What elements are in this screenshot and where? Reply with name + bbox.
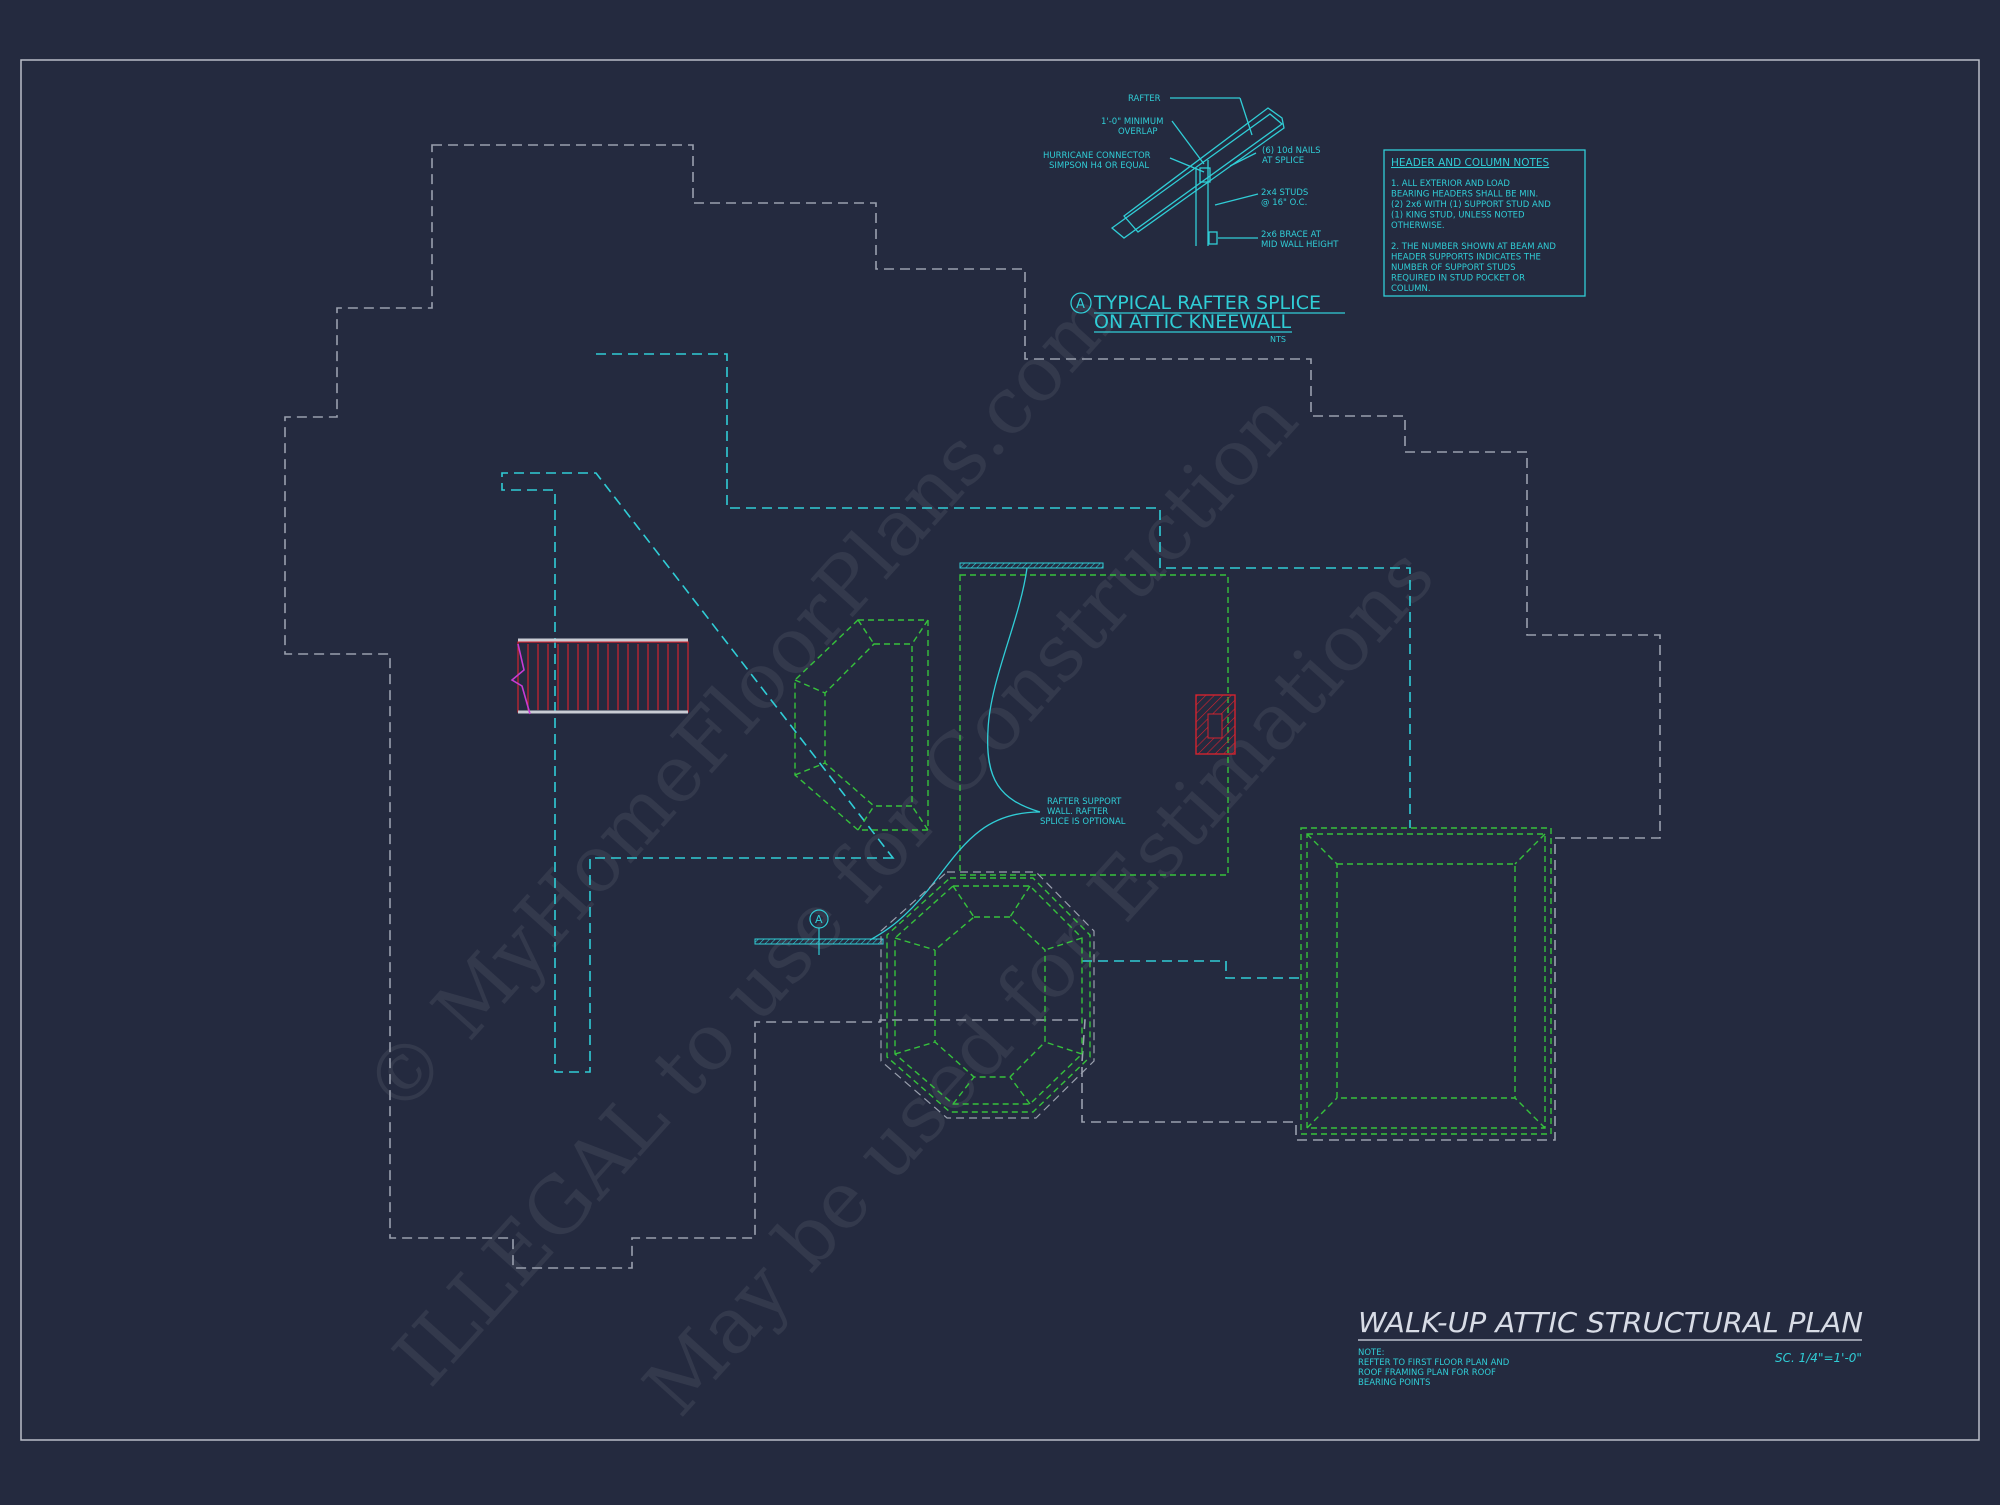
rafter-splice-detail (1110, 97, 1285, 246)
svg-text:HURRICANE CONNECTOR: HURRICANE CONNECTOR (1043, 151, 1151, 161)
svg-text:(6) 10d NAILS: (6) 10d NAILS (1262, 146, 1320, 156)
svg-text:SPLICE IS OPTIONAL: SPLICE IS OPTIONAL (1040, 817, 1126, 827)
rafter-splice-labels: RAFTER 1'-0" MINIMUM OVERLAP HURRICANE C… (1043, 94, 1339, 250)
house-outline (284, 144, 1661, 1269)
svg-text:2x4 STUDS: 2x4 STUDS (1261, 188, 1308, 198)
plan-title-block: WALK-UP ATTIC STRUCTURAL PLAN SC. 1/4"=1… (1358, 1306, 1863, 1388)
chimney (1195, 694, 1236, 755)
plan-note-line-1: REFTER TO FIRST FLOOR PLAN AND (1358, 1358, 1510, 1368)
plan-note-heading: NOTE: (1358, 1348, 1384, 1358)
detail-title-line-2: ON ATTIC KNEEWALL (1094, 311, 1292, 333)
plan-note-line-2: ROOF FRAMING PLAN FOR ROOF (1358, 1368, 1496, 1378)
svg-text:1'-0" MINIMUM: 1'-0" MINIMUM (1101, 117, 1163, 127)
svg-text:@ 16" O.C.: @ 16" O.C. (1261, 198, 1307, 208)
notes-title: HEADER AND COLUMN NOTES (1391, 157, 1550, 169)
svg-text:WALL. RAFTER: WALL. RAFTER (1047, 807, 1108, 817)
section-cut-a: A (754, 909, 884, 955)
notes-line: NUMBER OF SUPPORT STUDS (1391, 263, 1516, 273)
attic-outline (501, 353, 1411, 1073)
notes-line: 1. ALL EXTERIOR AND LOAD (1391, 179, 1510, 189)
svg-text:MID WALL HEIGHT: MID WALL HEIGHT (1261, 240, 1339, 250)
section-marker-label: A (815, 913, 823, 926)
rafter-support-callout: RAFTER SUPPORT WALL. RAFTER SPLICE IS OP… (1040, 797, 1126, 827)
svg-text:RAFTER SUPPORT: RAFTER SUPPORT (1047, 797, 1122, 807)
octagon-turret-roof (886, 877, 1091, 1113)
plan-note-line-3: BEARING POINTS (1358, 1378, 1430, 1388)
notes-line: (1) KING STUD, UNLESS NOTED (1391, 211, 1525, 221)
notes-line: HEADER SUPPORTS INDICATES THE (1391, 253, 1541, 263)
sheet-border (20, 59, 1980, 1441)
detail-marker: A (1076, 297, 1085, 312)
notes-line: COLUMN. (1391, 284, 1431, 294)
leader-curve (869, 811, 1041, 941)
notes-line: 2. THE NUMBER SHOWN AT BEAM AND (1391, 242, 1556, 252)
notes-line: BEARING HEADERS SHALL BE MIN. (1391, 190, 1538, 200)
right-hip-roof (1300, 827, 1552, 1135)
plan-scale: SC. 1/4"=1'-0" (1775, 1351, 1862, 1365)
detail-title: A TYPICAL RAFTER SPLICE ON ATTIC KNEEWAL… (1070, 292, 1345, 344)
svg-text:OVERLAP: OVERLAP (1118, 127, 1158, 137)
top-beam (959, 562, 1104, 569)
support-wall-curve (986, 567, 1041, 813)
detail-nts: NTS (1270, 335, 1286, 344)
octagon-outer-edge (880, 871, 1095, 1119)
svg-text:AT SPLICE: AT SPLICE (1262, 156, 1304, 166)
detail-title-line-1: TYPICAL RAFTER SPLICE (1093, 292, 1321, 314)
plan-title: WALK-UP ATTIC STRUCTURAL PLAN (1358, 1306, 1863, 1339)
notes-line: REQUIRED IN STUD POCKET OR (1391, 274, 1525, 284)
notes-line: OTHERWISE. (1391, 221, 1445, 231)
header-column-notes: HEADER AND COLUMN NOTES 1. ALL EXTERIOR … (1383, 149, 1586, 297)
center-kneewall-area (959, 574, 1229, 876)
svg-text:SIMPSON H4 OR EQUAL: SIMPSON H4 OR EQUAL (1049, 161, 1149, 171)
notes-line: (2) 2x6 WITH (1) SUPPORT STUD AND (1391, 200, 1551, 210)
bay-roof-left (794, 619, 929, 831)
svg-text:2x6 BRACE AT: 2x6 BRACE AT (1261, 230, 1322, 240)
attic-stair (510, 638, 689, 715)
svg-text:RAFTER: RAFTER (1128, 94, 1161, 104)
